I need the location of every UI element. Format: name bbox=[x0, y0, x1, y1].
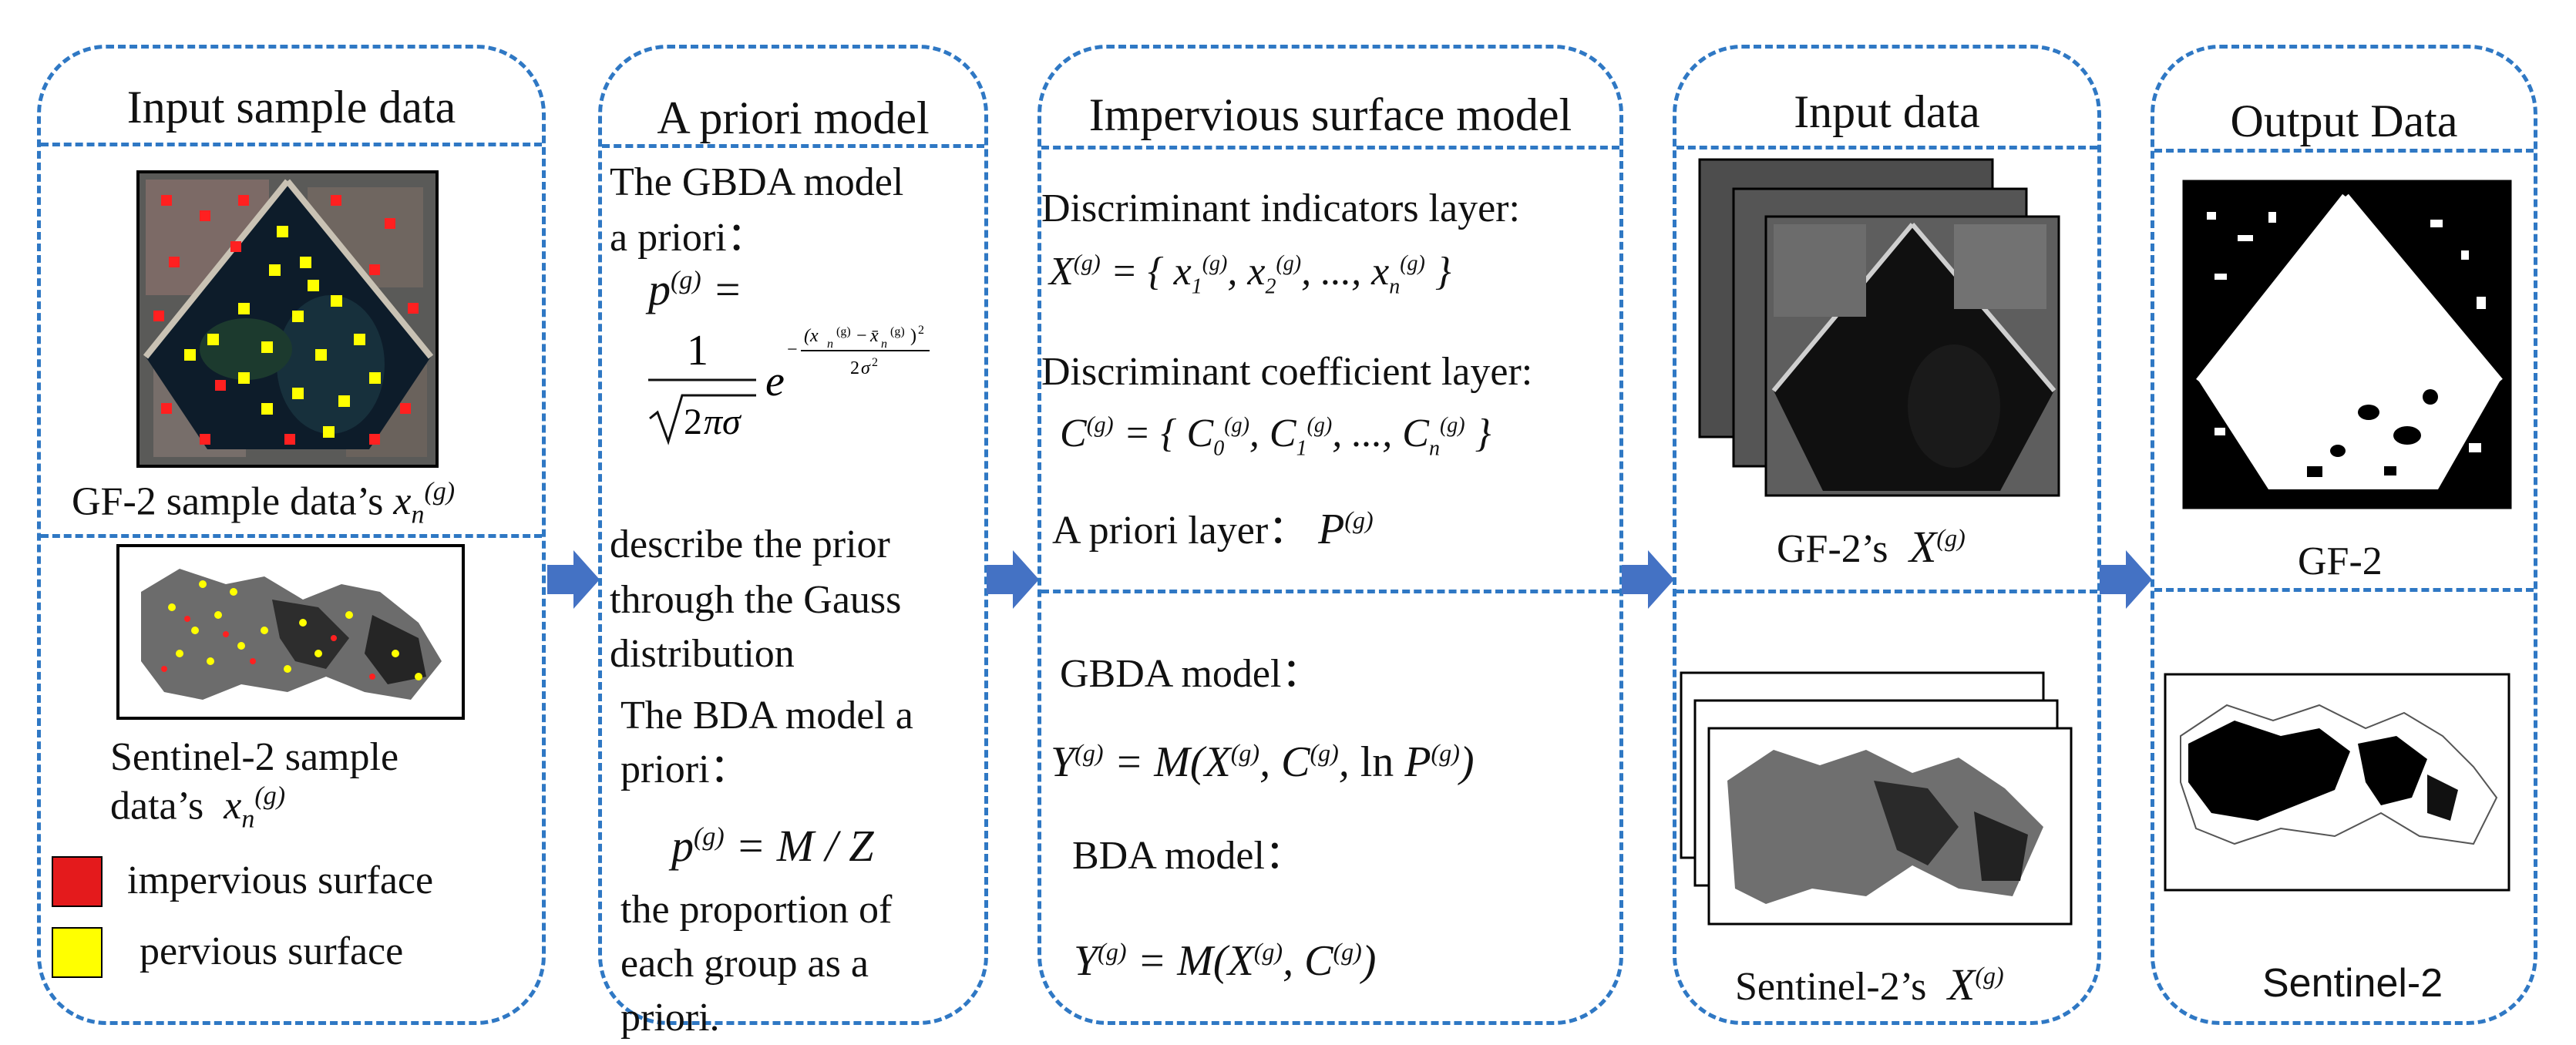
bda-model-label: BDA model： bbox=[1072, 834, 1305, 878]
svg-text:x̄: x̄ bbox=[869, 326, 879, 346]
svg-text:n: n bbox=[827, 338, 833, 351]
arrow-right-icon bbox=[987, 550, 1039, 609]
arrow-right-icon bbox=[547, 550, 600, 609]
svg-text:2: 2 bbox=[850, 358, 859, 378]
sentinel2-sample-caption-line1: Sentinel-2 sample bbox=[110, 735, 399, 779]
gbda-text-line2: a priori： bbox=[610, 216, 767, 260]
svg-text:): ) bbox=[910, 326, 916, 346]
svg-text:πσ: πσ bbox=[704, 402, 742, 442]
coefficient-label: Discriminant coefficient layer: bbox=[1041, 350, 1533, 394]
sentinel2-input-image-stack bbox=[1680, 671, 2073, 926]
separator bbox=[2154, 588, 2534, 592]
desc-line2: through the Gauss bbox=[610, 578, 902, 622]
sentinel2-sample-image bbox=[116, 544, 465, 720]
legend-label-pervious: pervious surface bbox=[140, 929, 404, 973]
panel-input-sample: Input sample data bbox=[37, 45, 546, 1025]
panel-title: Input data bbox=[1794, 86, 1980, 137]
prop-line2: each group as a bbox=[620, 942, 869, 986]
indicators-formula: X(g) = { x1(g), x2(g), ..., xn(g) } bbox=[1049, 250, 1451, 299]
gbda-text-line1: The GBDA model bbox=[610, 160, 904, 204]
sentinel2-output-map bbox=[2164, 673, 2510, 892]
legend-swatch-impervious bbox=[52, 856, 103, 907]
svg-text:σ: σ bbox=[861, 358, 871, 378]
separator bbox=[1676, 590, 2097, 593]
svg-text:(g): (g) bbox=[836, 325, 851, 338]
svg-text:2: 2 bbox=[872, 356, 878, 369]
arrow-right-icon bbox=[2100, 550, 2152, 609]
gaussian-formula: 1 2 πσ e − (x n (g) − x̄ n (g) ) 2 2 σ 2 bbox=[648, 324, 930, 445]
bda-text-line2: priori： bbox=[620, 748, 750, 791]
svg-text:(g): (g) bbox=[890, 325, 905, 338]
panel-title: Impervious surface model bbox=[1088, 89, 1572, 140]
svg-text:e: e bbox=[765, 358, 785, 405]
svg-text:(x: (x bbox=[804, 326, 819, 346]
desc-line1: describe the prior bbox=[610, 522, 890, 566]
arrow-right-icon bbox=[1622, 550, 1674, 609]
panel-title: Input sample data bbox=[126, 82, 456, 133]
svg-text:2: 2 bbox=[684, 402, 702, 442]
panel-title: Output Data bbox=[2230, 96, 2458, 146]
sentinel2-sample-caption-line2: data’s xn(g) bbox=[110, 782, 286, 834]
priori-layer-label: A priori layer： P(g) bbox=[1052, 506, 1374, 553]
panel-output-data: Output Data GF-2 Sentinel-2 bbox=[2151, 45, 2537, 1025]
panel-impervious-model: Impervious surface model Discriminant in… bbox=[1037, 45, 1623, 1025]
panel-title: A priori model bbox=[657, 92, 930, 143]
separator bbox=[2154, 149, 2534, 153]
separator bbox=[41, 143, 542, 146]
gbda-model-label: GBDA model： bbox=[1060, 652, 1322, 696]
gf2-input-caption: GF-2’s X(g) bbox=[1777, 522, 1966, 572]
panel-priori-model: A priori model The GBDA model a priori： … bbox=[598, 45, 988, 1040]
separator bbox=[1676, 146, 2097, 150]
bda-model-formula: Y(g) = M(X(g), C(g)) bbox=[1074, 937, 1377, 985]
indicators-label: Discriminant indicators layer: bbox=[1041, 186, 1520, 230]
desc-line3: distribution bbox=[610, 632, 795, 676]
bda-formula: p(g) = M / Z bbox=[671, 821, 874, 871]
svg-text:2: 2 bbox=[918, 324, 924, 337]
legend-label-impervious: impervious surface bbox=[127, 859, 434, 902]
separator bbox=[602, 144, 984, 148]
bda-text-line1: The BDA model a bbox=[620, 694, 913, 738]
prior-formula-lhs: p(g) = bbox=[648, 264, 743, 314]
coefficient-formula: C(g) = { C0(g), C1(g), ..., Cn(g) } bbox=[1060, 412, 1491, 461]
gbda-model-formula: Y(g) = M(X(g), C(g), ln P(g)) bbox=[1051, 738, 1475, 786]
svg-text:−: − bbox=[856, 326, 867, 346]
svg-text:1: 1 bbox=[687, 327, 708, 375]
separator bbox=[1041, 146, 1619, 150]
gf2-output-map bbox=[2182, 180, 2512, 509]
panel-input-data: Input data GF-2’s X(g) Sentinel-2’s X(g) bbox=[1673, 45, 2101, 1025]
gf2-input-image-stack bbox=[1698, 158, 2060, 497]
svg-text:n: n bbox=[881, 338, 887, 351]
legend-swatch-pervious bbox=[52, 927, 103, 978]
sentinel2-output-caption: Sentinel-2 bbox=[2262, 961, 2443, 1006]
prop-line1: the proportion of bbox=[620, 888, 893, 932]
gf2-sample-caption: GF-2 sample data’s xn(g) bbox=[72, 478, 456, 529]
separator bbox=[1041, 590, 1619, 593]
separator bbox=[41, 534, 542, 538]
gf2-output-caption: GF-2 bbox=[2298, 539, 2383, 583]
prop-line3: priori. bbox=[620, 996, 720, 1040]
gf2-sample-image bbox=[136, 170, 439, 468]
sentinel2-input-caption: Sentinel-2’s X(g) bbox=[1735, 959, 2004, 1010]
svg-text:−: − bbox=[787, 340, 798, 360]
